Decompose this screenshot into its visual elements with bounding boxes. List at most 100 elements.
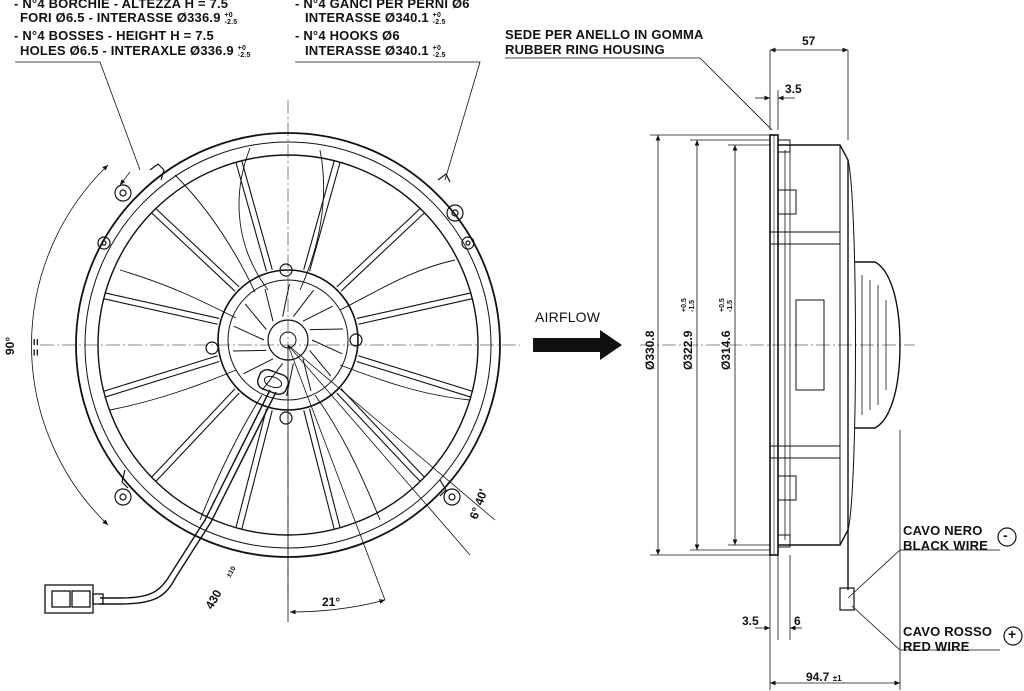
power-cable (100, 389, 277, 605)
dim-322-9-tol-minus: -1.5 (689, 300, 696, 312)
dim-57: 57 (802, 34, 816, 48)
dim-6-bottom: 6 (794, 614, 801, 628)
hub-fin (243, 358, 274, 375)
front-view (40, 100, 520, 614)
motor-body (855, 261, 901, 429)
grid-spoke-line (241, 160, 273, 270)
tol-stack-2: +0-2.5 (238, 45, 251, 59)
tol-plus: +0 (224, 11, 233, 19)
side-view (640, 134, 915, 611)
grid-spoke-line (303, 410, 335, 530)
airflow-label: AIRFLOW (535, 309, 601, 325)
grid-spoke-line (105, 292, 220, 320)
airflow-arrow (533, 330, 622, 360)
grid-spoke-line (309, 162, 341, 272)
grid-spoke-line (358, 298, 473, 325)
note-bosses-en-1: - N°4 BOSSES - HEIGHT H = 7.5 (14, 28, 214, 43)
dim-3-5-bottom: 3.5 (742, 614, 759, 628)
dim-94-7-tol: ±1 (832, 674, 842, 683)
hooks (121, 163, 451, 497)
hub-fin (309, 350, 332, 377)
grid-spoke-line (303, 160, 335, 270)
tol-plus: +0 (432, 11, 442, 19)
tol-stack-1: +0-2.5 (224, 12, 237, 26)
note-ring-it: SEDE PER ANELLO IN GOMMA (505, 27, 704, 42)
hub-fin (244, 303, 267, 330)
note-red-wire-it: CAVO ROSSO (903, 624, 993, 639)
dim-314-6: Ø314.6 (719, 330, 733, 370)
note-hooks-it-2: INTERASSE Ø340.1 +0-2.5 (305, 10, 446, 26)
grid-spoke-line (155, 208, 240, 288)
grid-spoke-line (105, 361, 220, 398)
dim-94-7-value: 94.7 (806, 670, 830, 684)
grid-spoke-line (358, 355, 473, 392)
grid-spoke-line (103, 298, 218, 325)
grid-spoke-line (241, 410, 273, 530)
tol-minus: -2.5 (224, 18, 238, 26)
grid-spoke-line (235, 408, 267, 528)
hub-fin (282, 283, 290, 317)
hub-fin (302, 305, 333, 322)
tol-stack-3: +0-2.5 (433, 12, 446, 26)
cable-connector (44, 584, 104, 614)
note-black-wire-it: CAVO NERO (903, 523, 983, 538)
grid-spoke-line (151, 388, 236, 478)
note-red-wire-en: RED WIRE (903, 639, 970, 654)
tol-minus: -2.5 (237, 51, 251, 59)
dim-322-9: Ø322.9 (681, 330, 695, 370)
dim-cable-430: 430 (202, 587, 224, 612)
side-connector (839, 587, 855, 611)
note-bosses-en-2: HOLES Ø6.5 - INTERAXLE Ø336.9 +0-2.5 (20, 43, 251, 59)
note-bosses-it-2: FORI Ø6.5 - INTERASSE Ø336.9 +0-2.5 (20, 10, 237, 26)
tol-minus: -2.5 (432, 51, 446, 59)
wire-outlet (257, 369, 289, 395)
hub-fin (292, 289, 314, 317)
dim-cable-430-tol: ±10 (226, 565, 238, 579)
note-bosses-it-2-text: FORI Ø6.5 - INTERASSE Ø336.9 (20, 10, 221, 25)
grid-spoke-line (103, 355, 218, 392)
dim-94-7: 94.7 ±1 (806, 670, 842, 684)
note-hooks-en-2: INTERASSE Ø340.1 +0-2.5 (305, 43, 446, 59)
note-hooks-it-1: - N°4 GANCI PER PERNI Ø6 (295, 0, 470, 11)
grid-spoke-line (336, 208, 421, 288)
note-black-wire-en: BLACK WIRE (903, 538, 989, 553)
label-plate (795, 299, 825, 391)
tol-plus: +0 (237, 44, 247, 52)
tol-plus: +0 (432, 44, 442, 52)
dim-equal-marks: = = (29, 339, 43, 356)
dim-21-angle: 21° (322, 595, 341, 609)
front-dimensions (15, 61, 496, 622)
dim-6-40: 6° 40' (467, 487, 491, 521)
grid-spoke-line (340, 212, 425, 292)
note-bosses-en-2-text: HOLES Ø6.5 - INTERAXLE Ø336.9 (20, 43, 234, 58)
dim-322-9-tol-plus: +0.5 (681, 298, 688, 312)
shroud-body (778, 144, 849, 546)
tol-stack-4: +0-2.5 (433, 45, 446, 59)
grid-spoke-line (235, 162, 267, 272)
dim-314-6-tol-plus: +0.5 (719, 298, 726, 312)
hub-fin (233, 349, 267, 352)
dim-314-6-tol-minus: -1.5 (727, 300, 734, 312)
hub-fin (311, 339, 343, 355)
hub-fin (264, 288, 274, 322)
grid-spoke-line (309, 408, 341, 528)
note-hooks-en-2-text: INTERASSE Ø340.1 (305, 43, 429, 58)
tol-minus: -2.5 (432, 18, 446, 26)
dim-90-angle: 90° (3, 337, 17, 355)
plus-symbol: + (1008, 626, 1017, 642)
dim-330-8: Ø330.8 (643, 330, 657, 370)
hub-fin (233, 325, 265, 341)
minus-symbol: - (1003, 527, 1008, 543)
note-hooks-it-2-text: INTERASSE Ø340.1 (305, 10, 429, 25)
wire-outlet-hole (263, 375, 283, 389)
note-hooks-en-1: - N°4 HOOKS Ø6 (295, 28, 400, 43)
grid-spoke-line (340, 388, 425, 478)
grid-spoke-line (336, 392, 421, 482)
grid-spoke-line (151, 212, 236, 292)
note-ring-en: RUBBER RING HOUSING (505, 42, 665, 57)
grid-spoke-line (155, 392, 240, 482)
grid-spoke-line (356, 292, 471, 320)
grid-spoke-line (356, 361, 471, 398)
hub-fin (309, 328, 343, 331)
